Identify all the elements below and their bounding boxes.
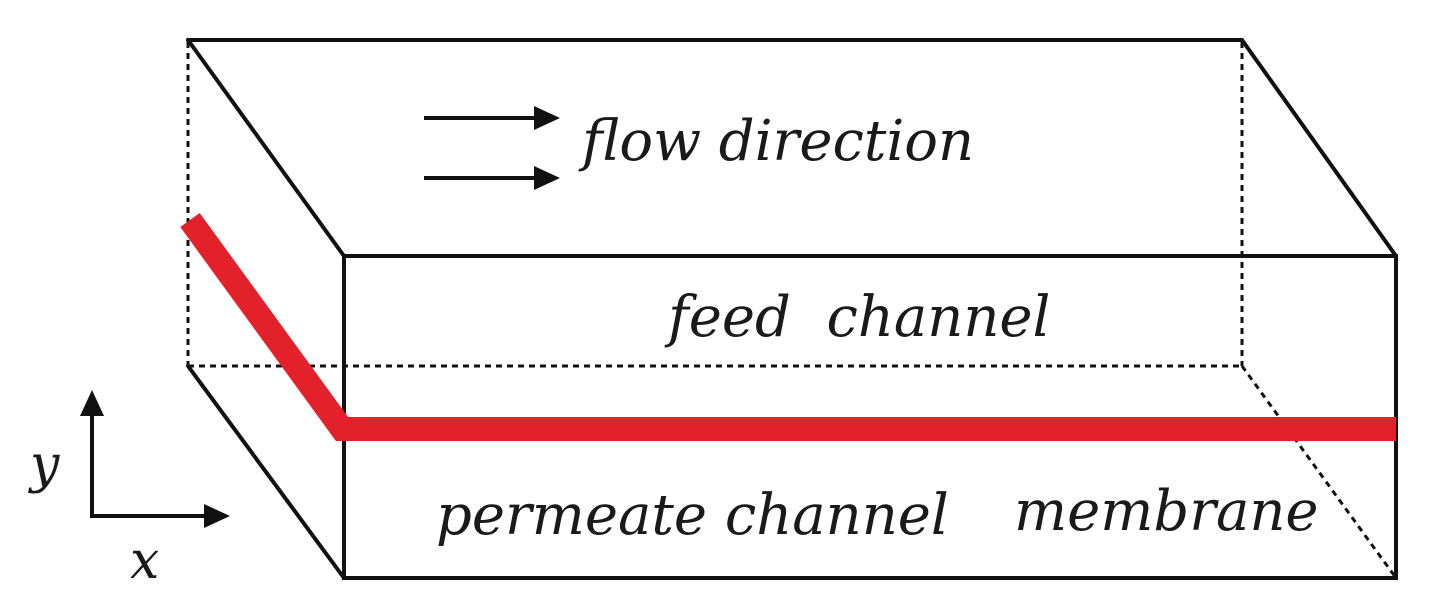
x-axis-arrow-head [204,504,230,528]
feed-channel-label: feed channel [664,285,1050,350]
x-axis-label: x [130,531,159,591]
membrane-line [180,212,1396,441]
flow-arrow-lower [424,166,560,190]
permeate-channel-label: permeate channel [436,483,949,548]
y-axis-arrow-head [80,390,104,416]
flow-arrows [424,106,560,190]
edge-top-right-depth [1240,38,1398,258]
arrow-head [534,106,560,130]
hidden-edges [186,42,1398,579]
edge-bottom-left-depth [186,364,346,580]
y-axis-label: y [28,435,60,495]
hidden-edge-bottom-right-depth [1240,365,1398,579]
membrane-label: membrane [1014,479,1319,544]
flow-arrow-upper [424,106,560,130]
flow-direction-label: flow direction [578,109,974,174]
edge-top-left-depth [186,38,346,258]
axis-indicator: y x [28,390,230,591]
arrow-head [534,166,560,190]
